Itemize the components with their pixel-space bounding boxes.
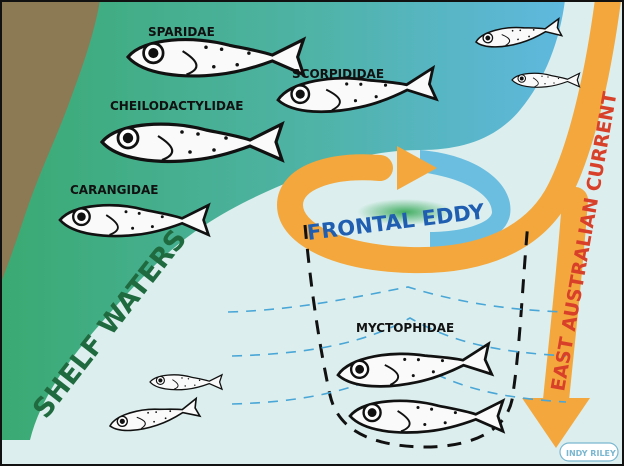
label-cheilodactylidae: CHEILODACTYLIDAE xyxy=(110,99,243,113)
credit-text: INDY RILEY xyxy=(566,449,616,458)
label-myctophidae: MYCTOPHIDAE xyxy=(356,321,454,335)
label-carangidae: CARANGIDAE xyxy=(70,183,158,197)
label-sparidae: SPARIDAE xyxy=(148,25,215,39)
label-scorpididae: SCORPIDIDAE xyxy=(292,67,384,81)
